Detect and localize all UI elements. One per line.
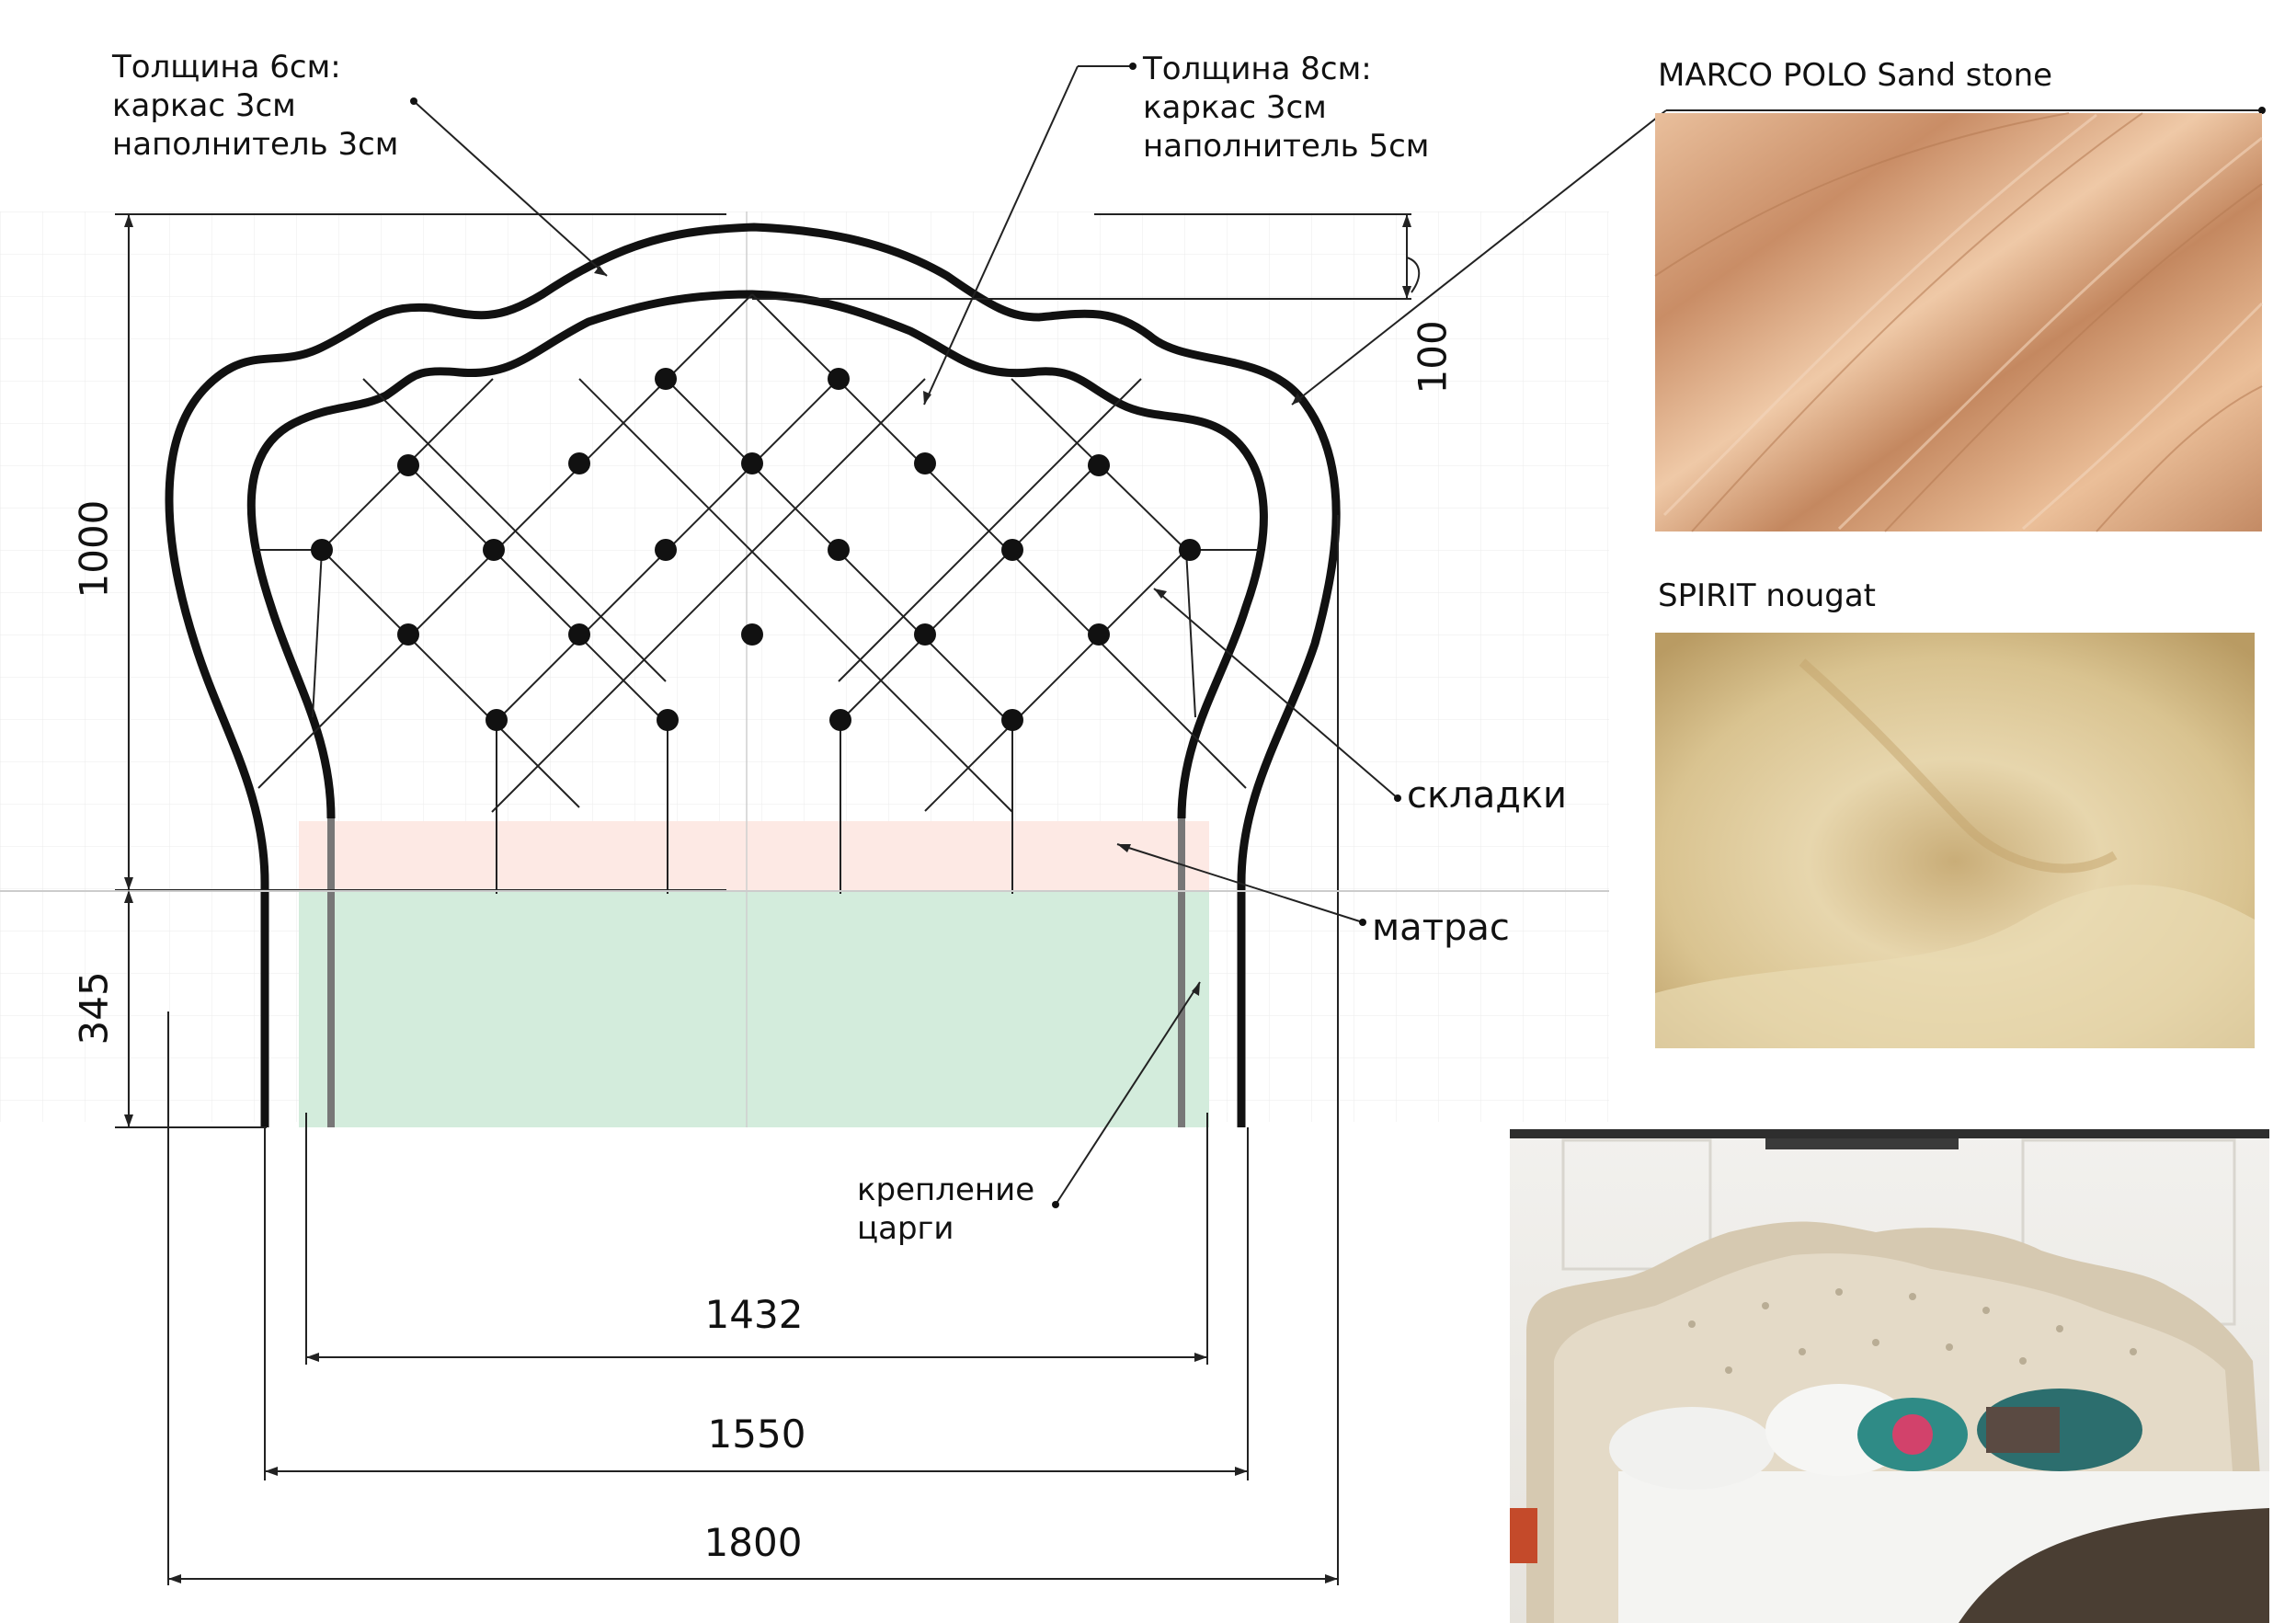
dimension-height-total: 1000 <box>71 499 117 599</box>
dimension-top-offset: 100 <box>1410 320 1456 394</box>
tuft-button <box>741 452 763 474</box>
swatch-title-marco-polo: MARCO POLO Sand stone <box>1658 57 2053 94</box>
tufting-lines <box>257 293 1260 894</box>
leader-dots <box>410 63 2266 1208</box>
tuft-button <box>397 623 419 646</box>
tuft-button <box>828 368 850 390</box>
tuft-button <box>829 709 851 731</box>
tuft-button <box>485 709 508 731</box>
swatch-marco-polo <box>1654 112 2264 532</box>
tuft-button <box>655 368 677 390</box>
callout-folds: складки <box>1407 774 1568 817</box>
dimension-mid-width: 1550 <box>707 1412 806 1457</box>
callout-mattress: матрас <box>1372 907 1510 949</box>
leader-lines <box>413 65 2262 1206</box>
tuft-button <box>828 539 850 561</box>
mattress-lower-zone <box>299 891 1209 1127</box>
outer-frame <box>165 223 1341 1127</box>
swatch-title-spirit-nougat: SPIRIT nougat <box>1658 577 1876 614</box>
swatch-spirit-nougat <box>1655 633 2255 1048</box>
tuft-button <box>311 539 333 561</box>
tuft-button <box>397 454 419 476</box>
callout-thickness-inner: Толщина 8см: каркас 3см наполнитель 5см <box>1143 51 1430 165</box>
dimension-arrows <box>124 214 1411 1583</box>
tuft-button <box>1088 454 1110 476</box>
tuft-button <box>914 623 936 646</box>
mattress-upper-zone <box>299 821 1209 891</box>
tuft-button <box>1088 623 1110 646</box>
tuft-button <box>1001 539 1023 561</box>
tuft-button <box>568 623 590 646</box>
dimension-outer-width: 1800 <box>703 1520 803 1565</box>
tuft-button <box>1179 539 1201 561</box>
tuft-button <box>914 452 936 474</box>
tufting-buttons <box>311 368 1201 731</box>
leader-arrows <box>594 266 1302 996</box>
tuft-button <box>483 539 505 561</box>
dimension-inner-width: 1432 <box>704 1292 804 1337</box>
tuft-button <box>568 452 590 474</box>
dimension-leg-height: 345 <box>71 971 117 1046</box>
dimension-lines <box>0 213 1609 1585</box>
reference-photo <box>1510 1129 2269 1623</box>
tuft-button <box>741 623 763 646</box>
tuft-button <box>657 709 679 731</box>
callout-rail-mount: крепление царги <box>857 1172 1035 1247</box>
tuft-button <box>655 539 677 561</box>
callout-thickness-outer: Толщина 6см: каркас 3см наполнитель 3см <box>112 49 399 163</box>
tuft-button <box>1001 709 1023 731</box>
